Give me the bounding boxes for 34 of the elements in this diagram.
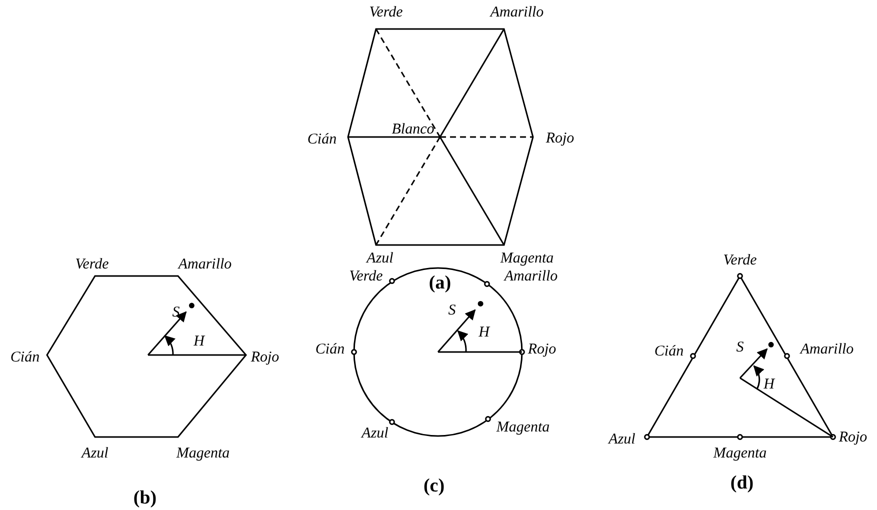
vertex-label: Rojo <box>528 342 556 358</box>
vertex-label: Amarillo <box>800 342 854 358</box>
vertex-label: H <box>194 334 204 350</box>
vertex-label: S <box>736 340 744 356</box>
vertex-label: Magenta <box>176 446 230 462</box>
vertex-label: Cián <box>654 344 684 360</box>
vertex-label: Rojo <box>250 350 280 366</box>
vertex-label: Verde <box>369 6 403 20</box>
vertex-label: Magenta <box>496 420 550 436</box>
vertex-label: S <box>448 304 456 318</box>
vertex-label: Blanco <box>392 122 434 138</box>
vertex-label: Cián <box>315 342 345 358</box>
vertex-label: Azul <box>362 426 388 442</box>
vertex-label: Azul <box>608 432 636 448</box>
panel-caption: (c) <box>423 476 445 496</box>
panel-caption: (a) <box>428 274 452 292</box>
vertex-label: Verde <box>723 254 757 268</box>
vertex-label: Azul <box>82 446 108 462</box>
panel-caption: (d) <box>730 474 754 492</box>
vertex-label: Amarillo <box>490 6 544 20</box>
panel-caption: (b) <box>133 488 157 508</box>
vertex-label: Amarillo <box>178 258 232 272</box>
vertex-label: Verde <box>349 270 383 284</box>
vertex-label: Magenta <box>713 446 767 462</box>
vertex-label: Verde <box>75 258 109 272</box>
vertex-label: Amarillo <box>504 270 558 284</box>
vertex-label: H <box>764 378 774 392</box>
vertex-label: Azul <box>366 252 394 266</box>
vertex-label: H <box>478 326 490 340</box>
vertex-label: Magenta <box>500 252 554 266</box>
vertex-label: Rojo <box>546 132 574 146</box>
vertex-label: Cián <box>307 132 337 148</box>
vertex-label: Rojo <box>838 430 868 446</box>
vertex-label: Cián <box>10 350 40 366</box>
